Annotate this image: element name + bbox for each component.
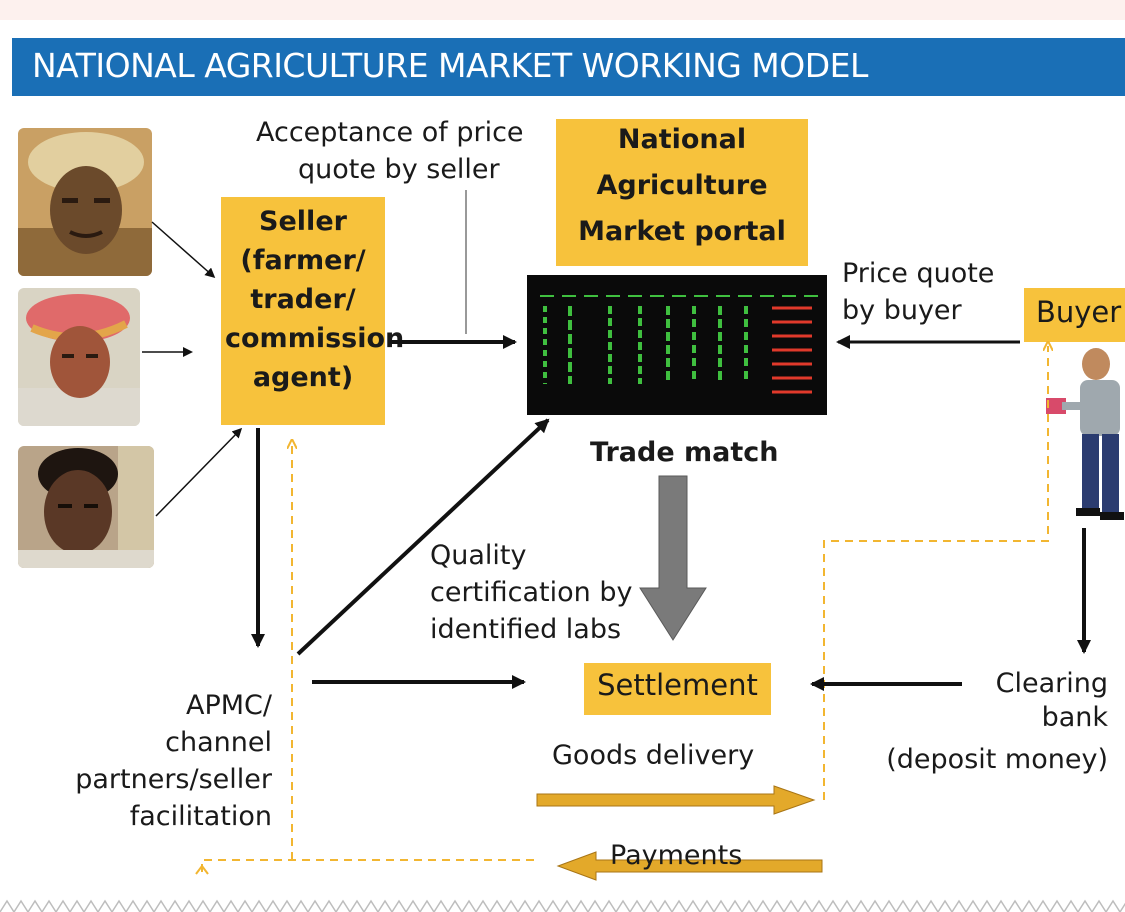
arrow-apmc-to-portal	[296, 418, 550, 656]
acceptance-label-2: quote by seller	[298, 154, 500, 185]
apmc-label-4: facilitation	[129, 801, 272, 832]
apmc-label-1: APMC/	[186, 690, 272, 721]
buyer-box	[1024, 288, 1125, 342]
farmer-photo-1	[18, 128, 152, 276]
quality-label-2: certification by	[430, 577, 633, 608]
arrow-farmer-3	[155, 427, 243, 517]
farmer-photo-3	[18, 446, 154, 568]
seller-line-3: trader/	[250, 284, 356, 315]
dashed-arrowhead-bottom	[195, 864, 209, 875]
seller-line-5: agent)	[252, 362, 354, 393]
payments-label: Payments	[610, 840, 743, 871]
goods-delivery-arrow	[536, 785, 816, 815]
seller-line-2: (farmer/	[240, 245, 366, 276]
apmc-label-3: partners/seller	[75, 764, 272, 795]
clearing-label-3: (deposit money)	[886, 744, 1108, 775]
settlement-label: Settlement	[597, 668, 758, 702]
dashed-path-buyer	[823, 346, 1048, 800]
buyer-figure	[1046, 348, 1124, 520]
goods-delivery-label: Goods delivery	[552, 740, 755, 771]
arrow-farmer-1	[151, 221, 216, 278]
title-banner: NATIONAL AGRICULTURE MARKET WORKING MODE…	[12, 38, 1125, 96]
trade-match-arrow	[639, 475, 707, 641]
farmer-photo-2	[18, 288, 140, 426]
portal-box	[556, 119, 808, 266]
quality-label-1: Quality	[430, 540, 527, 571]
apmc-label-2: channel	[165, 727, 272, 758]
payments-arrow	[556, 851, 823, 881]
seller-line-4: commission	[225, 323, 405, 354]
page-title: NATIONAL AGRICULTURE MARKET WORKING MODE…	[32, 46, 868, 85]
clearing-label-1: Clearing	[995, 668, 1108, 699]
portal-line-1: National	[617, 124, 747, 155]
price-quote-label-1: Price quote	[842, 258, 995, 289]
top-strip	[0, 0, 1125, 20]
acceptance-label-1: Acceptance of price	[256, 117, 524, 148]
bottom-chevron-border	[0, 895, 1125, 912]
price-quote-label-2: by buyer	[842, 295, 962, 326]
buyer-label: Buyer	[1036, 295, 1122, 329]
seller-line-1: Seller	[259, 206, 347, 237]
trading-screen	[527, 275, 827, 415]
settlement-box	[584, 663, 771, 715]
quality-label-3: identified labs	[430, 614, 622, 645]
clearing-label-2: bank	[1041, 702, 1108, 733]
portal-line-3: Market portal	[578, 216, 786, 247]
seller-box	[221, 197, 385, 425]
portal-line-2: Agriculture	[596, 170, 768, 201]
trade-match-label: Trade match	[590, 437, 779, 468]
dashed-path-bottom	[201, 859, 534, 874]
